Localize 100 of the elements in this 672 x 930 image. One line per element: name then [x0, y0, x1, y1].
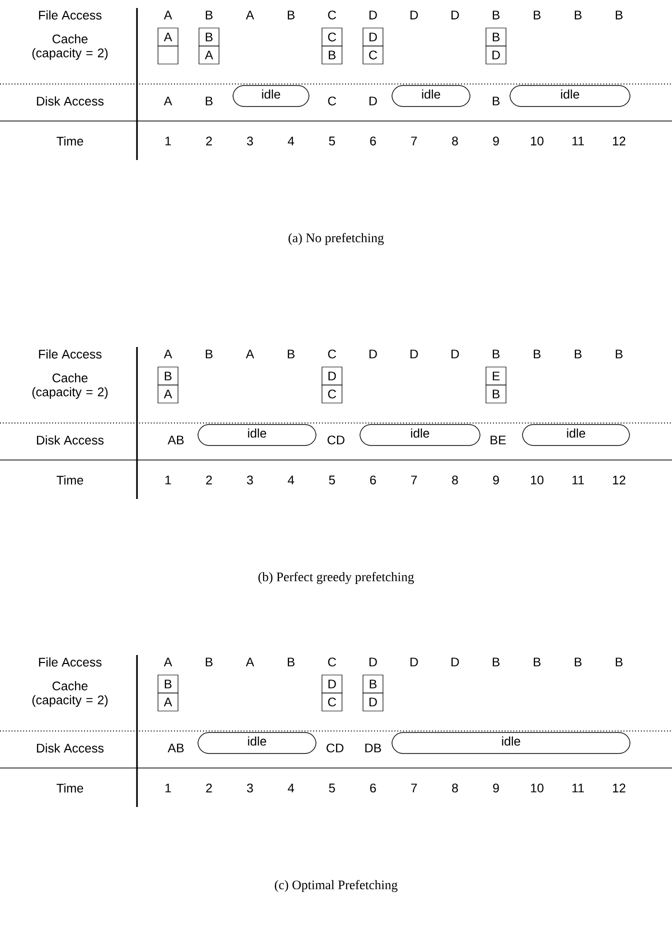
time-tick-label: 7: [411, 784, 417, 792]
cache-cell: B: [362, 674, 384, 694]
file-access-letter: C: [328, 658, 336, 666]
time-tick-label: 2: [206, 136, 212, 146]
cache-cell: D: [322, 366, 342, 386]
time-tick-label: 10: [531, 476, 544, 484]
disk-access-label: CD: [326, 744, 344, 752]
file-access-letter: B: [534, 350, 540, 358]
file-access-letter: A: [246, 350, 254, 358]
cache-cell: B: [486, 28, 506, 46]
cache-cell: B: [158, 674, 178, 694]
row-label: Disk Access: [36, 435, 104, 445]
file-access-letter: B: [574, 658, 582, 666]
cache-cell: D: [486, 46, 506, 64]
disk-access-label: CD: [328, 436, 344, 444]
disk-access-label: D: [370, 96, 377, 106]
file-access-letter: B: [492, 350, 500, 358]
time-tick-label: 8: [452, 136, 458, 146]
file-access-letter: A: [164, 350, 172, 358]
file-access-letter: D: [452, 658, 459, 666]
row-label: Cache (capacity = 2): [32, 681, 108, 707]
file-access-letter: B: [616, 350, 622, 358]
cache-cell: C: [362, 46, 384, 64]
file-access-letter: B: [206, 10, 213, 20]
time-tick-label: 11: [572, 784, 584, 792]
row-label: File Access: [39, 349, 102, 359]
time-tick-label: 2: [206, 476, 212, 484]
idle-pill: idle: [522, 424, 630, 446]
time-tick-label: 12: [613, 476, 626, 484]
file-access-letter: B: [288, 658, 294, 666]
row-label: Time: [56, 136, 84, 146]
cache-cell: B: [198, 28, 220, 46]
caption: (c) Optimal Prefetching: [274, 880, 398, 892]
cache-cell: A: [198, 46, 220, 64]
time-tick-label: 6: [370, 136, 376, 146]
cache-cell: E: [486, 366, 506, 386]
cache-cell: C: [322, 28, 342, 46]
file-access-letter: D: [370, 350, 377, 358]
cache-cell: B: [486, 384, 506, 404]
row-label: Disk Access: [36, 743, 104, 753]
time-tick-label: 1: [165, 476, 171, 484]
time-tick-label: 4: [288, 476, 294, 484]
cache-cell: B: [158, 366, 178, 386]
time-tick-label: 10: [531, 784, 544, 792]
file-access-letter: B: [534, 658, 540, 666]
time-tick-label: 1: [165, 784, 171, 792]
time-tick-label: 9: [493, 784, 499, 792]
cache-cell: A: [158, 28, 178, 46]
idle-pill: idle: [360, 424, 480, 446]
row-label: Time: [56, 475, 84, 485]
file-access-letter: A: [246, 658, 254, 666]
time-tick-label: 4: [288, 136, 294, 146]
caption: (b) Perfect greedy prefetching: [258, 572, 414, 584]
cache-cell: A: [158, 692, 178, 712]
file-access-letter: B: [616, 658, 622, 666]
file-access-letter: A: [164, 658, 172, 666]
cache-cell: C: [322, 692, 342, 712]
file-access-letter: B: [288, 10, 294, 20]
time-tick-label: 1: [165, 136, 171, 146]
time-tick-label: 6: [370, 476, 376, 484]
time-tick-label: 6: [370, 784, 376, 792]
file-access-letter: B: [288, 350, 294, 358]
cache-cell: C: [322, 384, 342, 404]
idle-pill: idle: [392, 85, 470, 107]
disk-access-label: AB: [168, 436, 184, 444]
row-label: Cache (capacity = 2): [32, 34, 108, 60]
idle-pill: idle: [392, 732, 630, 754]
time-tick-label: 8: [452, 476, 458, 484]
row-label: File Access: [39, 657, 102, 667]
file-access-letter: C: [328, 10, 336, 20]
disk-access-label: C: [328, 96, 336, 106]
time-tick-label: 3: [247, 136, 253, 146]
time-tick-label: 8: [452, 784, 458, 792]
time-tick-label: 5: [329, 784, 335, 792]
file-access-letter: D: [452, 10, 459, 20]
idle-pill: idle: [198, 424, 316, 446]
disk-access-label: B: [206, 96, 213, 106]
file-access-letter: D: [370, 10, 377, 20]
file-access-letter: B: [206, 658, 213, 666]
row-label: File Access: [39, 10, 102, 20]
disk-access-label: DB: [365, 744, 382, 752]
file-access-letter: D: [410, 10, 418, 20]
cache-cell: D: [362, 28, 384, 46]
file-access-letter: D: [410, 658, 418, 666]
file-access-letter: B: [492, 10, 500, 20]
row-label: Time: [56, 783, 84, 793]
file-access-letter: B: [616, 10, 622, 20]
file-access-letter: B: [206, 350, 213, 358]
caption: (a) No prefetching: [288, 233, 384, 245]
idle-pill: idle: [198, 732, 316, 754]
disk-access-label: BE: [490, 436, 506, 444]
file-access-letter: A: [164, 10, 172, 20]
file-access-letter: D: [370, 658, 377, 666]
disk-access-label: A: [164, 96, 172, 106]
disk-access-label: AB: [168, 744, 184, 752]
cache-cell: A: [158, 384, 178, 404]
file-access-letter: B: [534, 10, 540, 20]
time-tick-label: 12: [613, 784, 626, 792]
idle-pill: idle: [510, 85, 630, 107]
time-tick-label: 7: [411, 476, 417, 484]
